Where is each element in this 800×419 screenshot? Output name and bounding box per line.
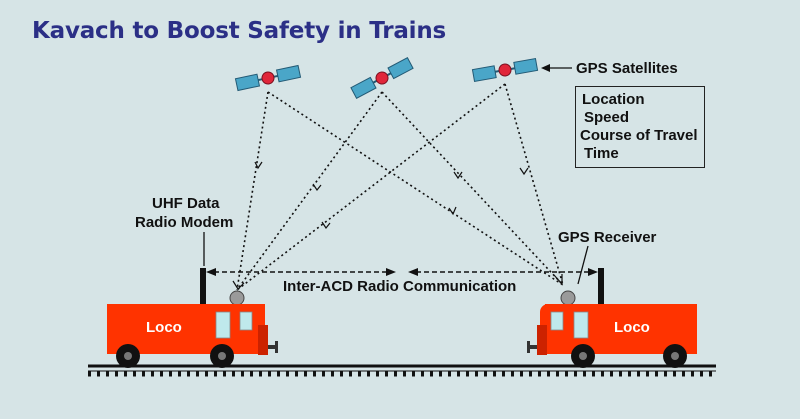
uhf-label-line1: UHF Data [152, 195, 220, 212]
signal-arrowheads [232, 161, 563, 290]
loco-left-label: Loco [146, 319, 182, 336]
modem-antenna-right [598, 268, 604, 304]
gps-dome-left [229, 290, 245, 306]
loco-right-label: Loco [614, 319, 650, 336]
info-speed: Speed [584, 109, 630, 126]
satellite-icon-2 [350, 57, 414, 99]
inter-acd-arrows [206, 268, 598, 276]
gps-dome-right [560, 290, 576, 306]
gps-satellites-label: GPS Satellites [576, 60, 678, 77]
gps-receiver-pointer-line [577, 245, 589, 285]
uhf-label-line2: Radio Modem [135, 214, 234, 231]
modem-antenna-left [200, 268, 206, 304]
satellite-icon-3 [471, 57, 539, 83]
info-time: Time [584, 145, 619, 162]
gps-info-box: Location Speed Course of Travel Time [575, 86, 705, 168]
info-location: Location [582, 91, 645, 108]
page-title: Kavach to Boost Safety in Trains [32, 18, 447, 44]
gps-signal-lines [236, 83, 564, 291]
inter-acd-label: Inter-ACD Radio Communication [283, 278, 517, 295]
gps-satellites-pointer [541, 64, 572, 72]
info-course: Course of Travel [580, 127, 698, 144]
loco-right [527, 268, 697, 368]
gps-receiver-label: GPS Receiver [558, 229, 657, 246]
loco-left [107, 268, 278, 368]
rail-track [88, 364, 716, 377]
satellite-icon-1 [234, 64, 302, 92]
